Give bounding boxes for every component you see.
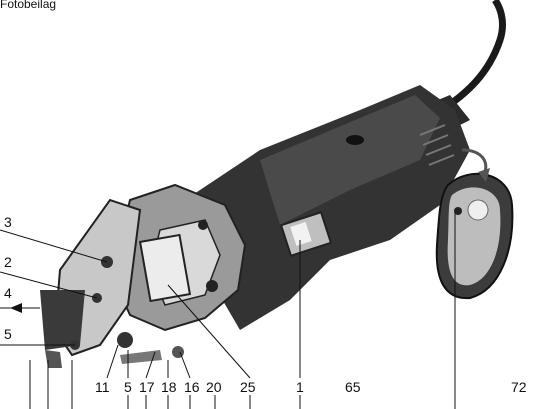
cover-plate [138,233,192,303]
callout-72: 72 [511,379,527,395]
callout-3: 3 [4,214,12,230]
vent-slots [419,124,455,166]
housing-highlight [260,95,440,225]
callout-5-bottom: 5 [124,379,132,395]
die-block [40,290,85,350]
callout-1: 1 [296,379,304,395]
top-screw [346,135,364,145]
callout-17: 17 [139,379,155,395]
callout-20: 20 [206,379,222,395]
callout-11: 11 [95,379,110,395]
callout-16: 16 [184,379,200,395]
callout-2: 2 [4,254,12,270]
figure-title: Fotobeilag [0,0,57,11]
callout-5: 5 [4,326,12,342]
leader-lines [0,212,456,409]
callout-4: 4 [4,285,12,301]
callout-65: 65 [345,379,361,395]
punch-tip [45,350,62,368]
callout-18: 18 [161,379,177,395]
side-cover-part [435,172,514,300]
power-cable [423,0,506,124]
callout-25: 25 [240,379,256,395]
